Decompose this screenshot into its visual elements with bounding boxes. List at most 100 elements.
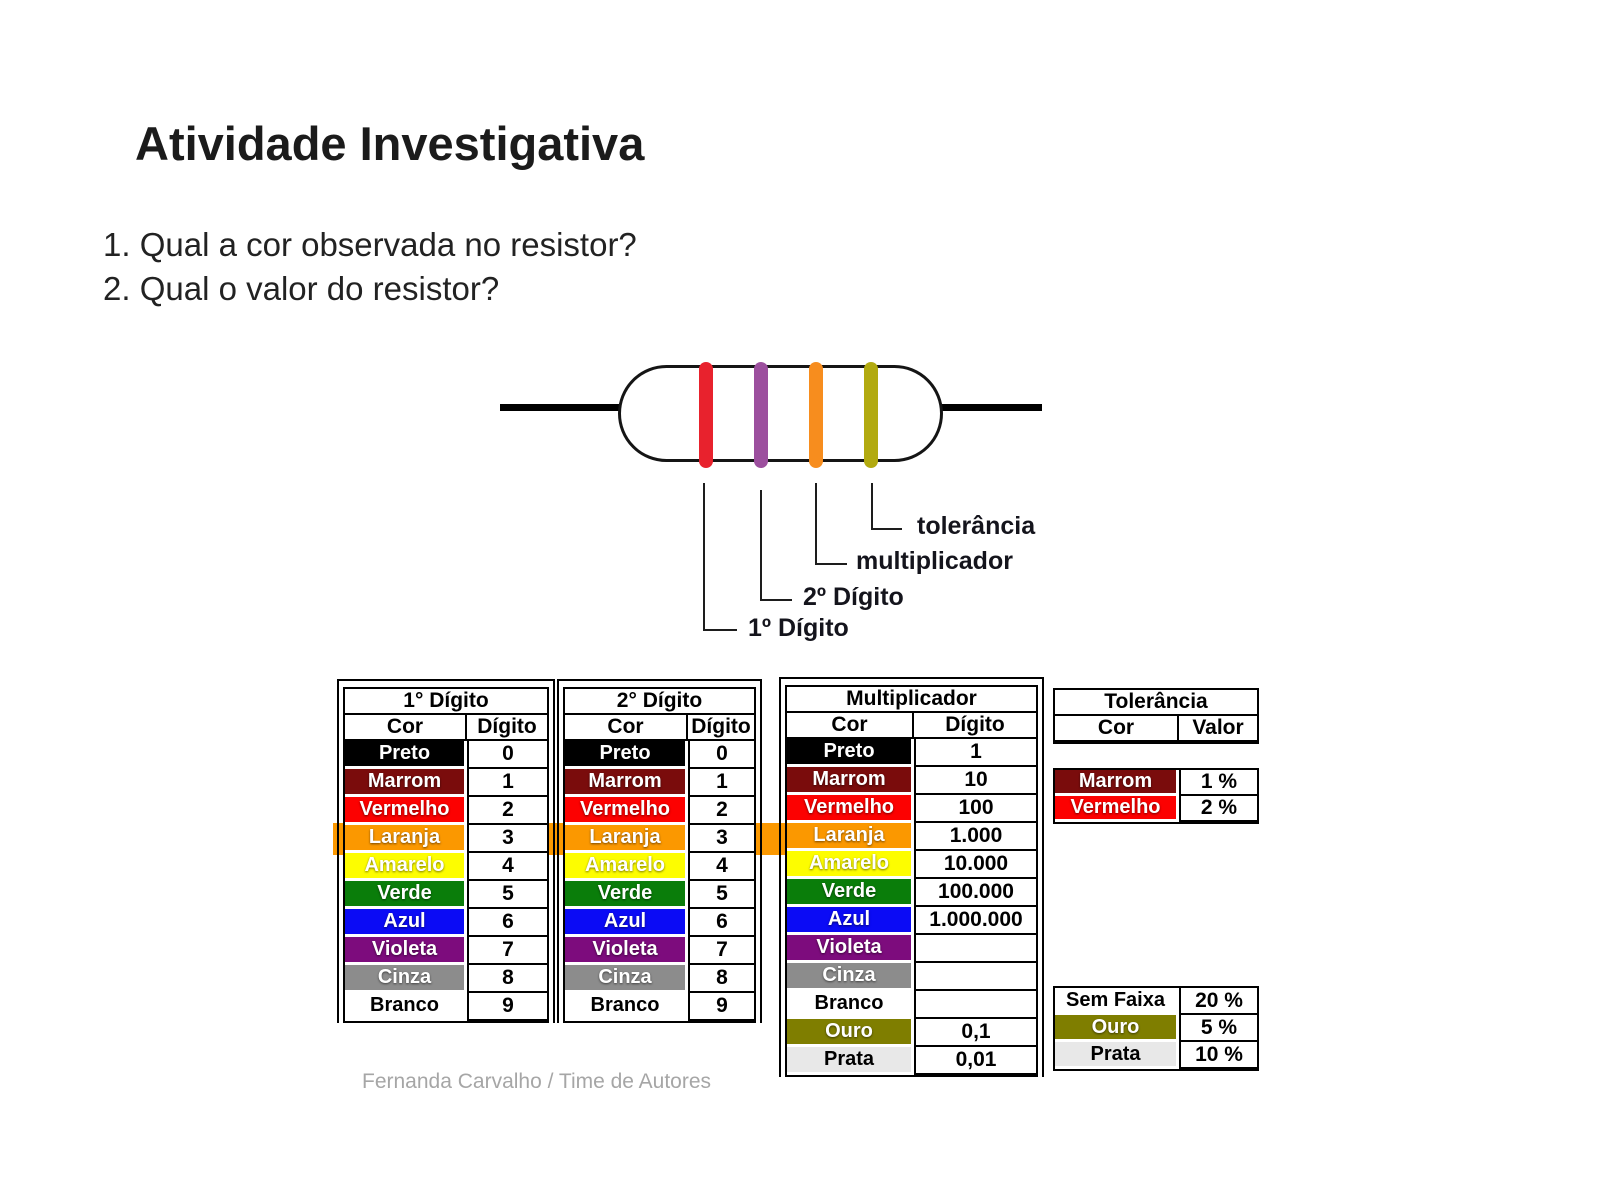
value-cell: 6 <box>467 909 547 937</box>
value-cell: 2 <box>467 797 547 825</box>
value-cell: 2 <box>688 797 754 825</box>
label-multiplier: multiplicador <box>856 547 1013 575</box>
column-header-valor: Valor <box>1179 716 1257 742</box>
color-name-cell: Prata <box>787 1047 914 1075</box>
color-name-cell: Vermelho <box>345 797 467 825</box>
table-title: Multiplicador <box>787 687 1036 713</box>
color-name-cell: Laranja <box>787 823 914 851</box>
value-cell: 5 <box>467 881 547 909</box>
question-1: 1. Qual a cor observada no resistor? <box>103 226 637 263</box>
leader-elbow-band3 <box>815 563 847 565</box>
color-name-cell: Marrom <box>1055 770 1179 796</box>
color-name-cell: Vermelho <box>1055 796 1179 822</box>
color-name-cell: Marrom <box>787 767 914 795</box>
question-2: 2. Qual o valor do resistor? <box>103 270 500 307</box>
value-cell: 1 % <box>1179 770 1257 796</box>
value-cell: 1.000.000 <box>914 907 1036 935</box>
leader-line-band1 <box>703 483 705 629</box>
value-cell: 8 <box>467 965 547 993</box>
color-name-cell: Cinza <box>565 965 688 993</box>
value-cell: 3 <box>467 825 547 853</box>
table-title: 1° Dígito <box>345 689 547 715</box>
value-cell: 20 % <box>1179 988 1257 1015</box>
column-header-digito: Dígito <box>688 715 754 741</box>
value-cell: 100 <box>914 795 1036 823</box>
leader-line-band4 <box>871 483 873 528</box>
label-first-digit: 1º Dígito <box>748 614 849 642</box>
column-header-digito: Dígito <box>914 713 1036 739</box>
value-cell: 8 <box>688 965 754 993</box>
color-name-cell: Violeta <box>565 937 688 965</box>
label-second-digit: 2º Dígito <box>803 583 904 611</box>
color-name-cell: Azul <box>787 907 914 935</box>
value-cell: 2 % <box>1179 796 1257 822</box>
color-name-cell: Verde <box>345 881 467 909</box>
resistor-lead-left <box>500 404 620 411</box>
color-name-cell: Marrom <box>565 769 688 797</box>
value-cell: 7 <box>467 937 547 965</box>
color-name-cell: Prata <box>1055 1042 1179 1069</box>
color-name-cell: Verde <box>565 881 688 909</box>
color-name-cell: Branco <box>787 991 914 1019</box>
color-name-cell: Violeta <box>345 937 467 965</box>
resistor-band-3-laranja <box>809 362 823 468</box>
page-title: Atividade Investigativa <box>135 117 645 170</box>
column-header-digito: Dígito <box>467 715 547 741</box>
value-cell: 1.000 <box>914 823 1036 851</box>
color-name-cell: Preto <box>565 741 688 769</box>
value-cell <box>914 991 1036 1019</box>
color-name-cell: Preto <box>787 739 914 767</box>
value-cell <box>914 963 1036 991</box>
color-name-cell: Branco <box>345 993 467 1021</box>
value-cell: 10 <box>914 767 1036 795</box>
leader-elbow-band4 <box>871 528 902 530</box>
value-cell: 0 <box>688 741 754 769</box>
value-cell: 6 <box>688 909 754 937</box>
value-cell: 3 <box>688 825 754 853</box>
column-header-cor: Cor <box>787 713 914 739</box>
color-name-cell: Amarelo <box>787 851 914 879</box>
author-credit: Fernanda Carvalho / Time de Autores <box>362 1070 712 1093</box>
color-name-cell: Amarelo <box>565 853 688 881</box>
color-row-cinza: Cinza <box>787 963 1036 991</box>
value-cell: 0,01 <box>914 1047 1036 1075</box>
color-name-cell: Cinza <box>787 963 914 991</box>
leader-line-band2 <box>760 490 762 599</box>
color-name-cell: Azul <box>565 909 688 937</box>
label-tolerance: tolerância <box>917 512 1036 540</box>
value-cell: 5 <box>688 881 754 909</box>
column-header-cor: Cor <box>1055 716 1179 742</box>
color-name-cell: Laranja <box>345 825 467 853</box>
color-name-cell: Ouro <box>1055 1015 1179 1042</box>
value-cell: 4 <box>467 853 547 881</box>
color-name-cell: Vermelho <box>565 797 688 825</box>
table-title: 2° Dígito <box>565 689 754 715</box>
table-title: Tolerância <box>1055 690 1257 716</box>
value-cell: 10 % <box>1179 1042 1257 1069</box>
color-name-cell: Preto <box>345 741 467 769</box>
